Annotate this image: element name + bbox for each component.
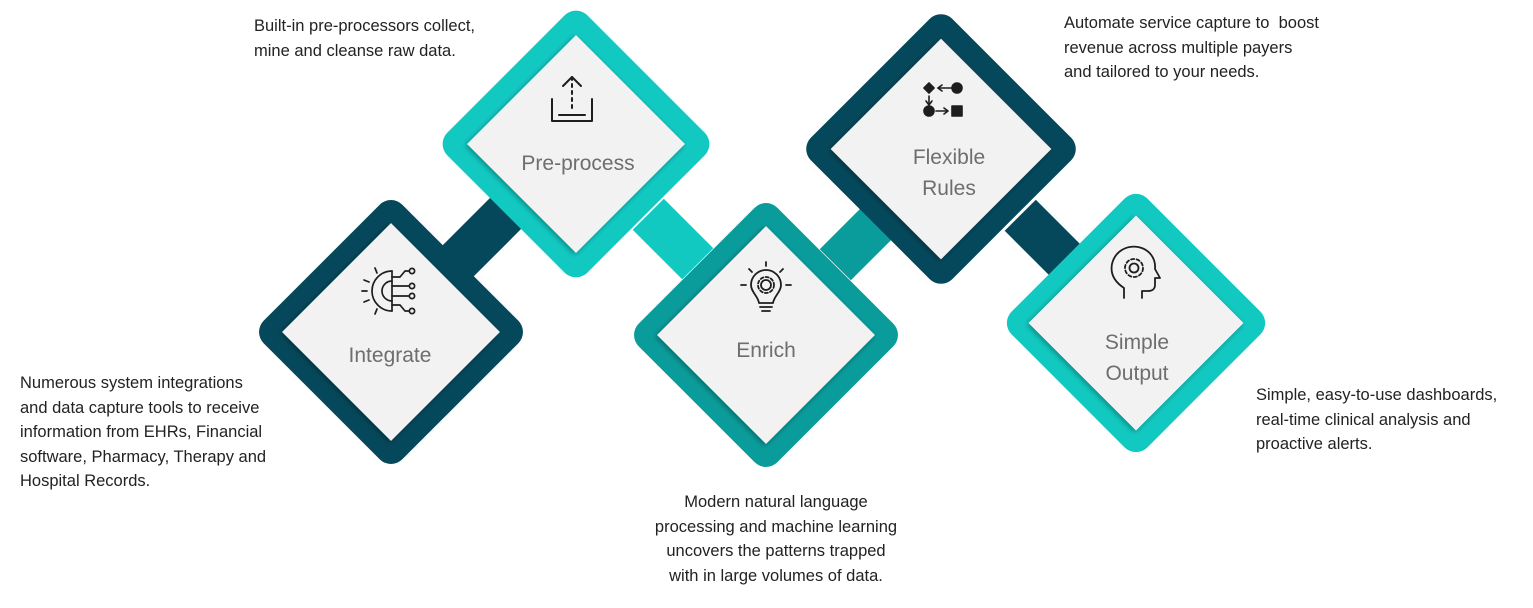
flexible-rules-description: Automate service capture to boost revenu… — [1064, 11, 1319, 85]
description-line: mine and cleanse raw data. — [254, 41, 456, 60]
description-line: Automate service capture to boost — [1064, 14, 1319, 32]
flexible-rules-label-line1: Flexible — [913, 146, 985, 169]
diamond-card — [467, 35, 685, 253]
description-line: uncovers the patterns trapped — [666, 542, 886, 560]
flexible-rules-label-line2: Rules — [922, 177, 976, 200]
description-line: and tailored to your needs. — [1064, 63, 1260, 81]
pre-process-label: Pre-process — [521, 152, 634, 175]
description-line: Numerous system integrations — [20, 374, 243, 392]
simple-output-label-line2: Output — [1105, 362, 1168, 385]
step-labels: Integrate Pre-process Enrich Flexible Ru… — [349, 146, 1170, 385]
pre-process-description: Built-in pre-processors collect, mine an… — [254, 14, 475, 63]
circuit-gear-icon — [361, 267, 416, 315]
lightbulb-gear-icon — [740, 261, 792, 312]
description-line: revenue across multiple payers — [1064, 38, 1293, 57]
step-integrate — [259, 200, 523, 464]
description-line: processing and machine learning — [654, 517, 898, 536]
integrate-description: Numerous system integrations and data ca… — [20, 371, 266, 494]
description-line: proactive alerts. — [1256, 435, 1373, 453]
step-simple-output — [1006, 193, 1266, 453]
connector-preprocess-enrich — [632, 198, 714, 280]
description-line: Hospital Records. — [20, 472, 151, 490]
head-gear-icon — [1110, 245, 1161, 299]
step-flexible-rules — [806, 14, 1076, 284]
connector-integrate-preprocess — [440, 197, 522, 279]
enrich-description: Modern natural language processing and m… — [645, 490, 907, 588]
description-line: software, Pharmacy, Therapy and — [20, 447, 267, 466]
description-line: real-time clinical analysis and — [1256, 410, 1471, 429]
integrate-label: Integrate — [349, 344, 432, 367]
upload-tray-icon — [551, 76, 593, 122]
step-pre-process — [442, 10, 710, 278]
diamond-card — [1028, 215, 1244, 431]
step-enrich — [634, 203, 898, 467]
description-line: information from EHRs, Financial — [20, 423, 263, 441]
description-line: Simple, easy-to-use dashboards, — [1256, 386, 1498, 404]
diamond-card — [657, 226, 875, 444]
description-line: Modern natural language — [684, 493, 868, 511]
description-line: with in large volumes of data. — [669, 566, 883, 585]
enrich-label: Enrich — [736, 339, 796, 362]
description-line: Built-in pre-processors collect, — [254, 17, 475, 35]
rules-flow-icon — [923, 82, 963, 117]
simple-output-description: Simple, easy-to-use dashboards, real-tim… — [1256, 383, 1497, 457]
simple-output-label-line1: Simple — [1105, 331, 1169, 354]
description-line: and data capture tools to receive — [20, 398, 260, 417]
